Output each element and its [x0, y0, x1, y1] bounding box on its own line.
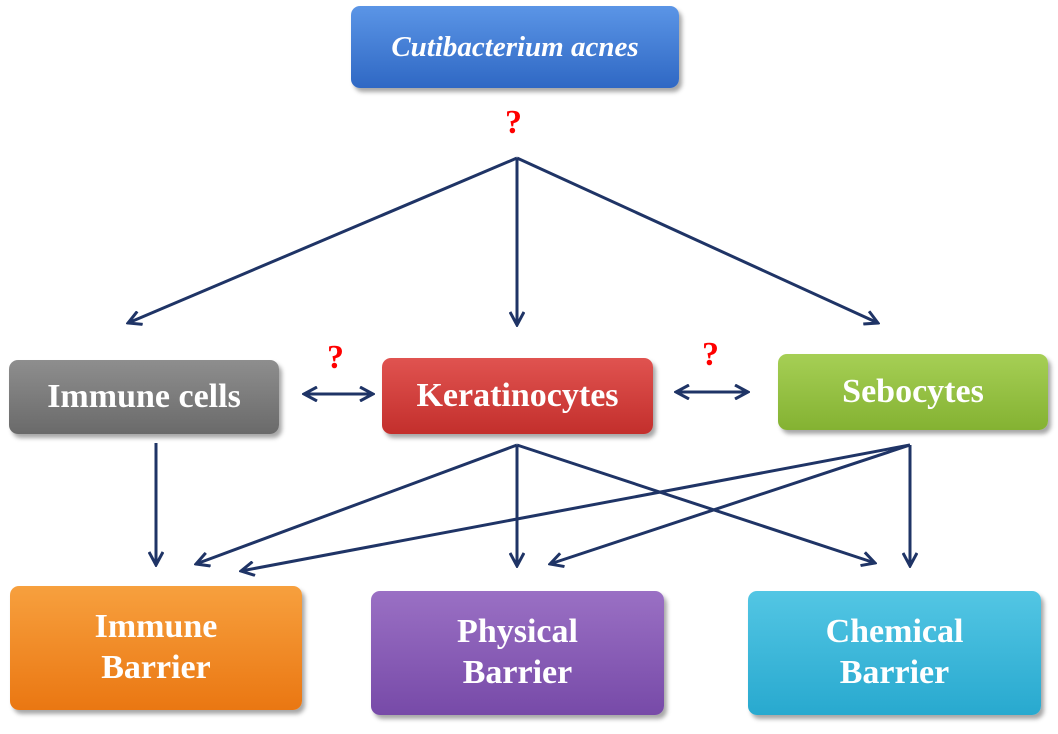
- question-mark-bacterium: ?: [505, 104, 522, 141]
- question-mark-immune-keratinocytes: ?: [327, 339, 344, 376]
- keratinocytes-label: Keratinocytes: [416, 376, 619, 414]
- chemical-barrier-line1: Chemical: [825, 613, 964, 651]
- immune-barrier-box: Immune Barrier: [10, 586, 302, 710]
- sebocytes-label: Sebocytes: [842, 372, 984, 410]
- physical-barrier-line1: Physical: [457, 613, 578, 651]
- bacterium-label: Cutibacterium acnes: [391, 30, 639, 63]
- immune-cells-box: Immune cells: [9, 360, 279, 434]
- physical-barrier-box: Physical Barrier: [371, 591, 664, 715]
- arrow-sebocytes-to-physical-barrier: [550, 443, 911, 564]
- arrow-keratinocytes-to-chemical-barrier: [516, 443, 875, 563]
- arrow-sebocytes-to-immune-barrier: [241, 443, 911, 571]
- immune-barrier-line1: Immune: [94, 608, 218, 646]
- question-mark-keratinocytes-sebocytes: ?: [702, 336, 719, 373]
- immune-barrier-line2: Barrier: [101, 649, 211, 686]
- immune-cells-label: Immune cells: [47, 377, 241, 415]
- arrow-bacterium-to-immune-cells: [128, 156, 518, 323]
- sebocytes-box: Sebocytes: [778, 354, 1048, 430]
- arrow-keratinocytes-to-immune-barrier: [196, 443, 518, 564]
- chemical-barrier-line2: Barrier: [839, 654, 950, 691]
- keratinocytes-box: Keratinocytes: [382, 358, 653, 434]
- physical-barrier-line2: Barrier: [462, 654, 573, 691]
- arrow-bacterium-to-sebocytes: [516, 156, 878, 323]
- chemical-barrier-box: Chemical Barrier: [748, 591, 1041, 715]
- bacterium-box: Cutibacterium acnes: [351, 6, 679, 88]
